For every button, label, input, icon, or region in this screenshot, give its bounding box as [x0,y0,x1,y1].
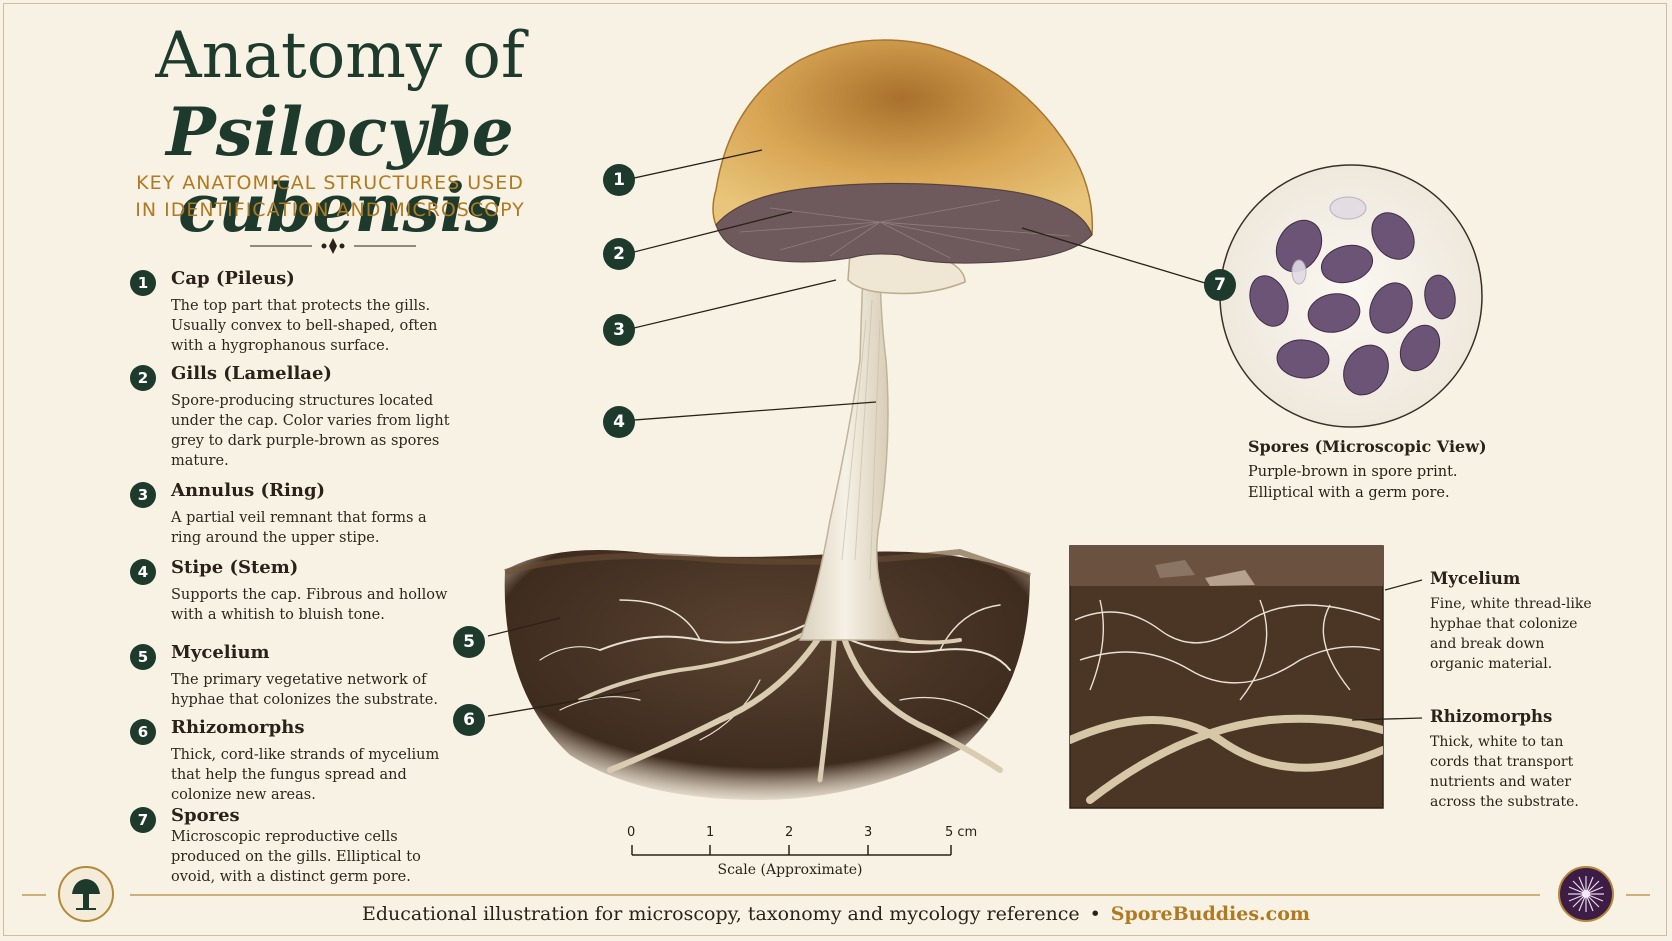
gills-lamellae [715,182,1093,264]
legend-item-desc: The primary vegetative network of hyphae… [171,672,438,708]
legend-item-name: Spores [171,805,240,826]
legend-item-name: Stipe (Stem) [171,557,299,578]
stipe-fibers [841,299,881,581]
inset-mycelium-desc: Fine, white thread-like hyphae that colo… [1430,596,1592,672]
inset-rhizomorphs-desc: Thick, white to tan cords that transport… [1430,734,1579,810]
scale-bar [631,845,952,856]
ornament-divider [250,238,416,254]
legend-item-desc: Thick, cord-like strands of mycelium tha… [171,747,440,803]
legend-number-badge: 7 [130,807,156,833]
inset-rhizomorphs-title: Rhizomorphs [1430,707,1553,726]
title-line-2: Psilocybe cubensis [166,93,514,247]
legend-item-name: Annulus (Ring) [171,480,326,501]
legend-number-badge: 3 [130,482,156,508]
legend-number-badge: 4 [130,559,156,585]
mushroom-logo-icon [58,866,114,922]
soil-mound [504,548,1031,800]
scale-tick-label: 3 [864,825,873,840]
callout-badge-mycelium: 5 [453,626,485,658]
subtitle: KEY ANATOMICAL STRUCTURES USED IN IDENTI… [110,170,550,224]
legend-number-badge: 2 [130,365,156,391]
legend-item-name: Gills (Lamellae) [171,363,332,384]
callout-badge-cap: 1 [603,164,635,196]
scale-tick-label: 1 [706,825,715,840]
callout-badge-spores: 7 [1204,269,1236,301]
legend-item-name: Cap (Pileus) [171,268,295,289]
rhizomorph-cords [578,617,1003,783]
footer-separator: • [1089,903,1101,925]
inset-rhizomorphs [1070,714,1383,804]
callout-badge-annulus: 3 [603,314,635,346]
footer-text: Educational illustration for microscopy,… [362,903,1080,925]
legend-number-badge: 1 [130,270,156,296]
footer-brand-link[interactable]: SporeBuddies.com [1110,903,1310,925]
legend-item-desc: Microscopic reproductive cells produced … [171,829,421,885]
callout-badge-stipe: 4 [603,406,635,438]
scale-tick-label: 0 [627,825,636,840]
legend-item-name: Mycelium [171,642,270,663]
callout-badge-rhizomorphs: 6 [453,704,485,736]
legend-item-desc: The top part that protects the gills. Us… [171,298,438,354]
legend-number-badge: 5 [130,644,156,670]
legend-item-name: Rhizomorphs [171,717,305,738]
scale-title: Scale (Approximate) [717,862,863,878]
inset-leaders [1351,579,1423,721]
gill-lines [739,199,1071,259]
legend-item-desc: Spore-producing structures located under… [171,393,450,469]
spore-cells [1249,212,1456,396]
spore-burst-logo-icon [1558,866,1614,922]
soil-inset-panel [1069,545,1384,809]
inset-mycelium-title: Mycelium [1430,569,1521,588]
title-line-1: Anatomy of [155,19,525,93]
spores-view-title: Spores (Microscopic View) [1248,437,1487,456]
callout-badge-gills: 2 [603,238,635,270]
legend-number-badge: 6 [130,719,156,745]
stipe [798,199,902,641]
page-title: Anatomy of Psilocybe cubensis [40,18,640,246]
spores-view-desc: Purple-brown in spore print. Elliptical … [1248,464,1458,501]
legend-item-desc: Supports the cap. Fibrous and hollow wit… [171,587,448,623]
inset-mycelium [1074,599,1381,701]
callout-leaders [487,149,1206,717]
scale-tick-label: 2 [785,825,794,840]
spore-microscope-view [1219,164,1483,428]
legend-item-desc: A partial veil remnant that forms a ring… [171,510,427,546]
subtitle-line-1: KEY ANATOMICAL STRUCTURES USED [136,172,524,194]
page-frame [3,3,1667,936]
subtitle-line-2: IN IDENTIFICATION AND MICROSCOPY [135,199,525,221]
scale-tick-label: 5 cm [945,825,978,840]
footer-caption: Educational illustration for microscopy,… [0,903,1672,925]
